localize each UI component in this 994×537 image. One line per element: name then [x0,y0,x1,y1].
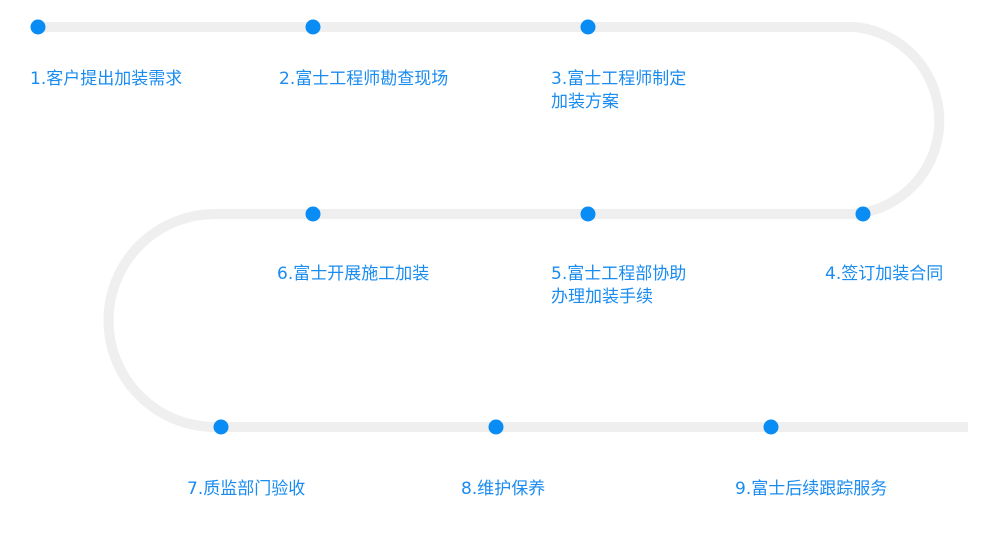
step-4-dot [855,206,871,222]
step-6-label: 6.富士开展施工加装 [277,263,429,286]
step-8-label: 8.维护保养 [461,478,545,501]
step-5-text-line-2: 办理加装手续 [551,287,653,307]
step-9-text: 9.富士后续跟踪服务 [735,479,888,499]
step-6-dot [305,206,321,222]
step-9-dot [763,419,779,435]
step-1-dot [30,19,46,35]
step-2-text: 2.富士工程师勘查现场 [279,69,449,89]
step-9-label: 9.富士后续跟踪服务 [735,478,887,501]
step-3-text-line-1: 3.富士工程师制定 [551,69,687,89]
step-1-text: 1.客户提出加装需求 [30,69,183,89]
step-3-label: 3.富士工程师制定 加装方案 [551,68,686,114]
step-4-text: 4.签订加装合同 [825,264,944,284]
step-2-label: 2.富士工程师勘查现场 [279,68,448,91]
step-3-text-line-2: 加装方案 [551,92,619,112]
step-5-text-line-1: 5.富士工程部协助 [551,264,687,284]
step-5-dot [580,206,596,222]
step-7-text: 7.质监部门验收 [187,479,306,499]
step-6-text: 6.富士开展施工加装 [277,264,430,284]
step-8-text: 8.维护保养 [461,479,546,499]
step-5-label: 5.富士工程部协助 办理加装手续 [551,263,686,309]
step-1-label: 1.客户提出加装需求 [30,68,182,91]
step-8-dot [488,419,504,435]
step-2-dot [305,19,321,35]
track-path [38,22,968,432]
step-4-label: 4.签订加装合同 [825,263,943,286]
step-7-label: 7.质监部门验收 [187,478,305,501]
step-3-dot [580,19,596,35]
step-7-dot [213,419,229,435]
